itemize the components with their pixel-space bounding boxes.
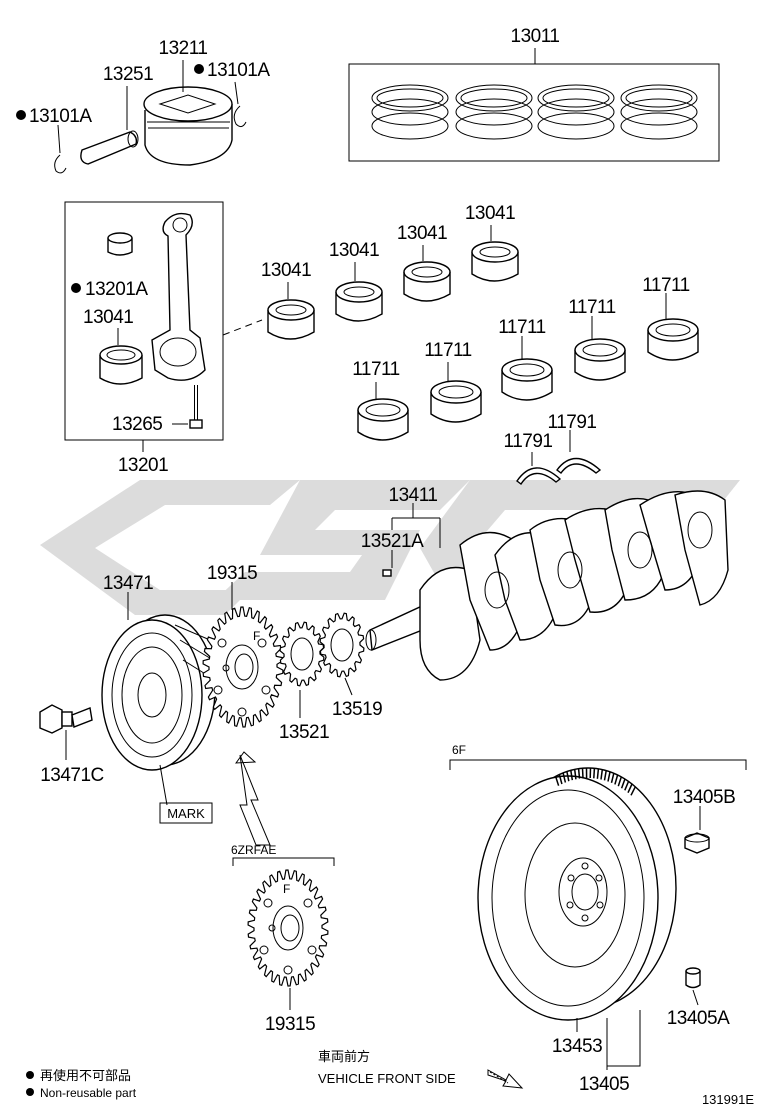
nonreusable-dot (71, 283, 81, 293)
direction-jp: 車両前方 (318, 1049, 370, 1064)
label-13521: 13521 (279, 722, 329, 743)
main-bearings[interactable]: 11711 11711 11711 11711 11711 11711 (346, 275, 698, 440)
pulley-bolt[interactable]: 13471C (40, 705, 104, 786)
piston-ring-set[interactable]: 13011 (349, 26, 719, 161)
label-13101a-left: 13101A (29, 106, 92, 127)
snap-ring-left[interactable]: 13101A (16, 106, 92, 173)
conrod-bearings[interactable]: 13041 13041 13041 13041 (261, 203, 518, 339)
label-13011: 13011 (511, 26, 560, 47)
nonreusable-dot (194, 64, 204, 74)
crank-body (366, 491, 728, 680)
sprocket-f-mark-top: F (253, 629, 260, 643)
label-6zrfae: 6ZRFAE (231, 843, 276, 857)
label-13041-d: 13041 (465, 203, 515, 224)
label-13405b: 13405B (673, 787, 736, 808)
bearing-13041-a: 13041 (261, 260, 314, 339)
label-11711-d: 11711 (568, 297, 616, 318)
connecting-rod-assembly[interactable]: 13201 13201A 13041 13265 (65, 202, 262, 476)
conrod-bearing-box (100, 346, 142, 384)
timing-sprocket-6zrfae[interactable]: 6ZRFAE F 19315 (231, 843, 334, 1035)
front-arrow-icon (488, 1070, 522, 1088)
crankshaft[interactable]: 13411 13521A (361, 485, 728, 680)
bearing-13041-c: 13041 (397, 223, 450, 301)
thrust-washers[interactable]: 11791 11791 (504, 412, 600, 484)
ring-stack-2 (456, 85, 532, 139)
label-13041-box: 13041 (83, 307, 133, 328)
bearing-11711-c: 11711 (498, 317, 552, 400)
legend-dot (26, 1071, 34, 1079)
ring-stack-1 (372, 85, 448, 139)
label-13201: 13201 (118, 455, 168, 476)
ring-stack-3 (538, 85, 614, 139)
direction-en: VEHICLE FRONT SIDE (318, 1071, 456, 1086)
label-13405a: 13405A (667, 1008, 730, 1029)
label-13411: 13411 (389, 485, 438, 506)
label-13251: 13251 (103, 64, 153, 85)
label-13471: 13471 (103, 573, 153, 594)
bearing-13041-b: 13041 (329, 240, 382, 321)
vehicle-front-indicator: 車両前方 VEHICLE FRONT SIDE (318, 1049, 522, 1088)
piston[interactable]: 13211 (144, 38, 232, 165)
label-11791-b: 11791 (548, 412, 597, 433)
label-19315-top: 19315 (207, 563, 257, 584)
flywheel-assembly[interactable]: 6F 13405B 13405A 13453 13405 (450, 743, 746, 1095)
sprocket-f-mark-bottom: F (283, 882, 290, 896)
label-11711-c: 11711 (498, 317, 546, 338)
bearing-11711-d: 11711 (568, 297, 625, 380)
label-13265: 13265 (112, 414, 162, 435)
diagram-code: 131991E (702, 1092, 754, 1107)
label-13405: 13405 (579, 1074, 629, 1095)
conrod (152, 214, 205, 381)
small-end-bushing (108, 233, 132, 255)
label-13453: 13453 (552, 1036, 602, 1057)
bearing-11711-e: 11711 (642, 275, 698, 360)
label-13471c: 13471C (40, 765, 104, 786)
dowel-pin (686, 968, 700, 988)
nonreusable-dot (16, 110, 26, 120)
label-13041-a: 13041 (261, 260, 311, 281)
legend-en: Non-reusable part (40, 1086, 137, 1100)
flywheel-bolt (685, 833, 709, 853)
flywheel (478, 768, 676, 1020)
label-13041-b: 13041 (329, 240, 379, 261)
piston-pin[interactable]: 13251 (81, 64, 153, 164)
label-19315-bottom: 19315 (265, 1014, 315, 1035)
label-13519: 13519 (332, 699, 382, 720)
crank-key (383, 570, 391, 576)
label-13201a: 13201A (85, 279, 148, 300)
legend-dot (26, 1088, 34, 1096)
label-11791-a: 11791 (504, 431, 553, 452)
conrod-bolt (190, 385, 202, 428)
label-13101a-right: 13101A (207, 60, 270, 81)
ring-set-box (349, 64, 719, 161)
label-13521a: 13521A (361, 531, 424, 552)
label-13041-c: 13041 (397, 223, 447, 244)
bearing-13041-d: 13041 (465, 203, 518, 281)
label-13211: 13211 (159, 38, 208, 59)
bearing-11711-a: 11711 (352, 359, 408, 440)
label-mark: MARK (167, 806, 205, 821)
label-11711-e: 11711 (642, 275, 690, 296)
legend-jp: 再使用不可部品 (40, 1068, 131, 1083)
label-11711-b: 11711 (424, 340, 472, 361)
label-11711-a: 11711 (352, 359, 400, 380)
ring-stack-4 (621, 85, 697, 139)
bearing-11711-b: 11711 (424, 340, 481, 422)
legend: 再使用不可部品 Non-reusable part (26, 1068, 137, 1100)
label-6f: 6F (452, 743, 466, 757)
